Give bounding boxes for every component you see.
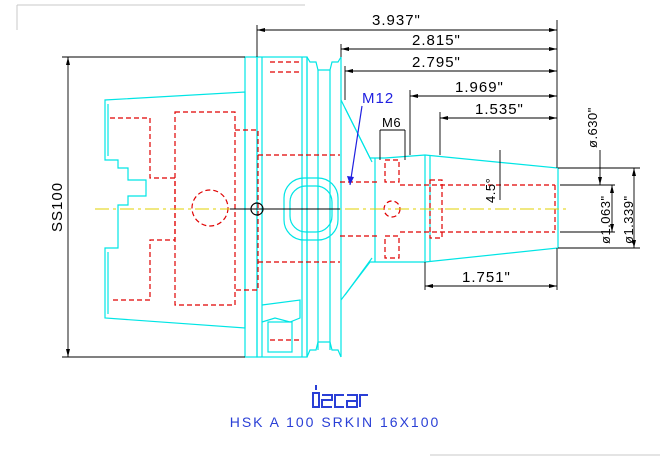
centerline — [95, 202, 570, 216]
dim-dia-0630: ø.630" — [585, 107, 600, 148]
holder-body-outline — [104, 56, 559, 358]
drawing-caption: HSK A 100 SRKIN 16X100 — [229, 414, 441, 430]
m12-callout — [347, 105, 363, 186]
sheet-border — [16, 4, 660, 456]
arrowheads — [66, 28, 636, 357]
dim-length-1535: 1.535" — [475, 101, 524, 118]
dim-thread-m12: M12 — [362, 90, 394, 107]
dim-dia-1339: ø1.339" — [621, 195, 636, 244]
dim-thread-m6: M6 — [382, 115, 401, 130]
dim-length-2815: 2.815" — [412, 32, 461, 49]
dimension-lines — [62, 20, 640, 358]
dim-overall-length: 3.937" — [372, 12, 421, 29]
dim-length-1969: 1.969" — [455, 79, 504, 96]
dim-dia-1063: ø1.063" — [598, 195, 613, 244]
dim-length-2795: 2.795" — [412, 54, 461, 71]
dim-length-1751: 1.751" — [462, 269, 511, 286]
dim-ss100: SS100 — [49, 182, 66, 232]
iscar-logo — [312, 385, 368, 408]
dim-angle: 4.5° — [483, 178, 498, 203]
hidden-lines — [110, 61, 556, 341]
